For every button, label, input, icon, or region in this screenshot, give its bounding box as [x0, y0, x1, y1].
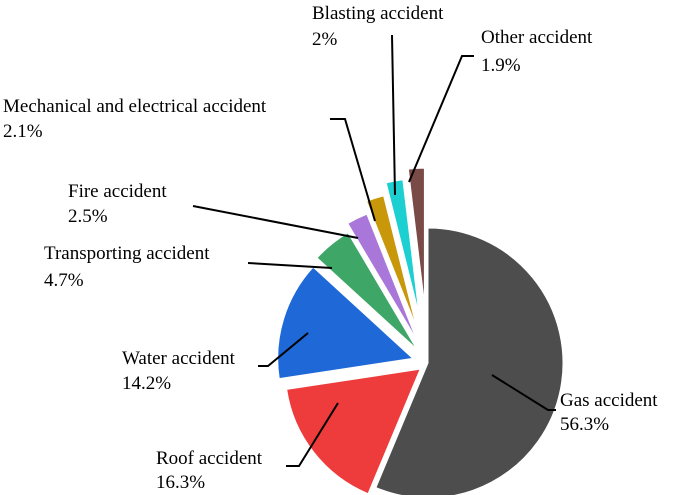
label-roof-value: 16.3%: [156, 472, 205, 493]
label-water-value: 14.2%: [122, 373, 171, 394]
label-gas-name: Gas accident: [560, 390, 658, 411]
leader-line-fire: [192, 205, 359, 239]
label-blasting-name: Blasting accident: [312, 3, 444, 24]
leader-line-mechanical: [330, 118, 376, 222]
label-mechanical-value: 2.1%: [3, 121, 43, 142]
pie-slice-roof: [286, 368, 421, 495]
leader-line-other: [408, 55, 474, 183]
pie-slice-gas: [375, 227, 564, 495]
pie-slice-other: [407, 167, 425, 304]
label-fire-value: 2.5%: [68, 206, 108, 227]
label-transporting-value: 4.7%: [44, 270, 84, 291]
pie-slice-transporting: [316, 232, 418, 350]
pie-slice-mechanical: [366, 195, 417, 328]
label-roof-name: Roof accident: [156, 448, 263, 469]
leader-line-water: [258, 332, 309, 367]
pie-slice-fire: [347, 213, 418, 340]
label-mechanical-name: Mechanical and electrical accident: [3, 96, 267, 117]
leader-lines: [192, 34, 556, 467]
label-blasting-value: 2%: [312, 29, 338, 50]
label-fire-name: Fire accident: [68, 181, 167, 202]
label-water-name: Water accident: [122, 348, 236, 369]
label-other-name: Other accident: [481, 27, 593, 48]
slice-labels: Gas accident 56.3% Roof accident 16.3% W…: [3, 3, 658, 493]
leader-line-transporting: [247, 262, 333, 269]
leader-line-blasting: [391, 34, 396, 196]
pie-slices: [277, 167, 564, 495]
label-transporting-name: Transporting accident: [44, 243, 210, 264]
leader-line-gas: [491, 374, 556, 411]
pie-slice-water: [277, 266, 414, 380]
label-gas-value: 56.3%: [560, 414, 609, 435]
leader-line-roof: [286, 402, 339, 467]
label-other-value: 1.9%: [481, 55, 521, 76]
